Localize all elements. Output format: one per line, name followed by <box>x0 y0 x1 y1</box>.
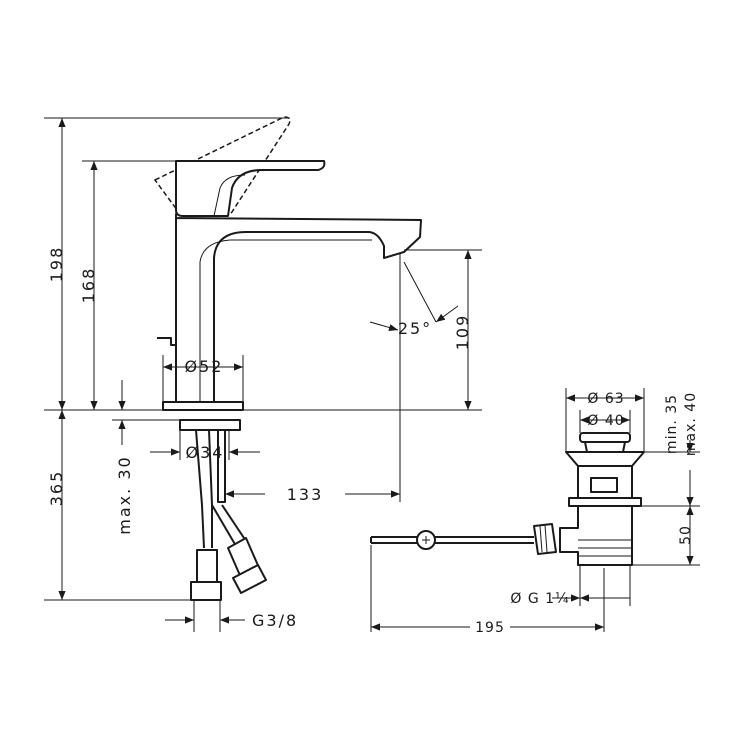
faucet-dimensions: 198 168 365 max. 30 Ø52 Ø34 133 109 <box>44 117 482 632</box>
pullrod-coupling <box>533 523 557 555</box>
dim-label-109: 109 <box>453 314 472 351</box>
dim-label-25deg: 25° <box>398 319 432 338</box>
faucet-handle <box>175 160 326 217</box>
dim-label-d63: Ø 63 <box>587 391 624 407</box>
dim-label-d52: Ø52 <box>185 357 224 376</box>
waste-lower-body <box>559 505 633 566</box>
supply-hose-left <box>195 429 205 549</box>
dim-label-max40: max. 40 <box>683 392 699 456</box>
supply-hose-right-inner <box>221 504 249 545</box>
pullrod <box>370 536 534 544</box>
handle-open-outline <box>153 116 291 216</box>
waste-dimensions: Ø 63 Ø 40 min. 35 max. 40 50 Ø G 1¼ 195 <box>370 388 700 636</box>
waste-set-drawing <box>370 432 645 566</box>
faucet-base <box>162 401 244 411</box>
faucet-body <box>175 213 422 409</box>
hose-fitting-left <box>196 549 218 583</box>
waste-lock-nut <box>568 497 642 507</box>
mounting-nut <box>179 419 241 431</box>
dim-arrow-25-left <box>369 321 399 331</box>
dim-label-d34: Ø34 <box>186 443 225 462</box>
dim-label-198: 198 <box>47 246 66 283</box>
waste-plug-cap <box>579 432 631 443</box>
hose-nut-right <box>232 564 267 594</box>
dim-label-min35: min. 35 <box>664 394 680 454</box>
dim-label-d40: Ø 40 <box>587 413 624 429</box>
handle-detail-line <box>213 174 246 217</box>
hose-nut-left <box>190 581 222 601</box>
angle-line <box>403 261 437 323</box>
waste-window <box>590 477 618 493</box>
spout-detail-line <box>199 239 372 408</box>
dim-arrow-25-right <box>435 305 459 323</box>
dim-label-133: 133 <box>287 485 324 504</box>
dim-label-g114: Ø G 1¼ <box>510 591 569 607</box>
dim-label-max30: max. 30 <box>115 455 134 534</box>
faucet-drawing <box>44 116 482 601</box>
waste-plug-stem <box>584 441 626 453</box>
dim-label-168: 168 <box>79 267 98 304</box>
dim-label-365: 365 <box>47 470 66 507</box>
dim-label-g38: G3/8 <box>252 611 298 630</box>
supply-hose-right <box>211 504 237 547</box>
threaded-rod <box>217 429 226 503</box>
waste-flange <box>565 451 645 467</box>
pop-up-lever <box>157 337 177 408</box>
dim-label-50: 50 <box>678 525 694 545</box>
dim-label-195: 195 <box>475 620 505 636</box>
